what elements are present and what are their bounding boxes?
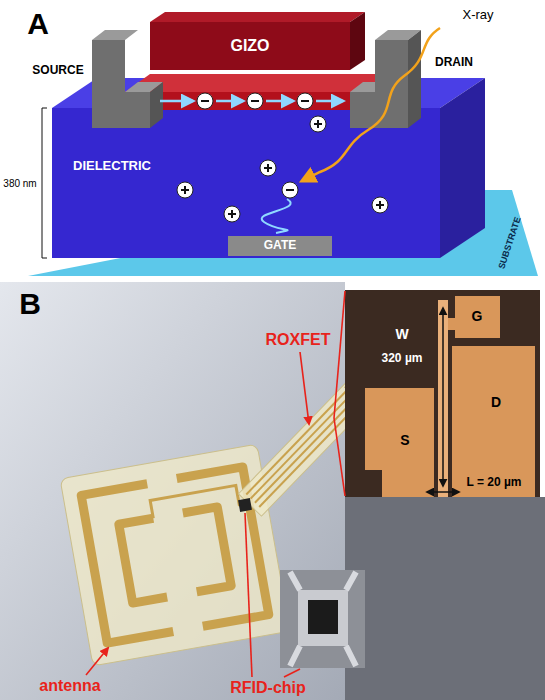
hole bbox=[372, 197, 388, 213]
minus-sign bbox=[301, 100, 309, 102]
radiation-label: X-ray bbox=[462, 8, 493, 21]
charge-circle bbox=[177, 182, 193, 198]
electrode-label: SOURCE bbox=[32, 64, 83, 76]
charge-circle bbox=[297, 93, 313, 109]
dimension-label: 320 µm bbox=[382, 352, 423, 364]
electron bbox=[297, 93, 313, 109]
minus-sign bbox=[286, 189, 294, 191]
channel-top bbox=[125, 74, 400, 92]
source-electrode-side bbox=[150, 82, 163, 128]
electron-path bbox=[262, 199, 291, 233]
drain-electrode-side bbox=[408, 30, 421, 128]
node-text: GIZO bbox=[230, 37, 269, 55]
hole bbox=[260, 160, 276, 176]
width-arrow bbox=[442, 308, 444, 486]
drain-electrode bbox=[350, 40, 408, 128]
micrograph-inset bbox=[345, 290, 540, 497]
minus-sign bbox=[201, 100, 209, 102]
hole bbox=[224, 206, 240, 222]
pointer-line bbox=[284, 669, 300, 677]
chip-bond-area bbox=[298, 590, 348, 646]
dimension-label: W bbox=[395, 327, 408, 341]
source-electrode bbox=[92, 40, 150, 128]
pad-label: S bbox=[400, 433, 409, 447]
panel-letter: B bbox=[19, 289, 41, 319]
flow-arrow bbox=[316, 100, 343, 103]
plus-sign bbox=[181, 186, 189, 194]
gate-electrode: GATE bbox=[228, 236, 332, 256]
dielectric-front bbox=[52, 108, 440, 258]
plus-sign bbox=[264, 164, 272, 172]
charge-circle bbox=[224, 206, 240, 222]
antenna-arm bbox=[119, 518, 167, 603]
charge-circle bbox=[372, 197, 388, 213]
plus-sign bbox=[228, 210, 236, 218]
electron bbox=[282, 182, 298, 198]
chip-inset bbox=[280, 570, 365, 668]
panel-letter: A bbox=[27, 9, 49, 39]
electron bbox=[247, 93, 263, 109]
zoom-line bbox=[334, 291, 345, 418]
gizo-layer: GIZO bbox=[150, 22, 350, 70]
source-pad bbox=[365, 388, 434, 497]
charge-circle bbox=[247, 93, 263, 109]
dielectric-side bbox=[440, 78, 485, 258]
layer-label: DIELECTRIC bbox=[73, 159, 151, 172]
hole bbox=[310, 116, 326, 132]
gizo-side bbox=[350, 12, 365, 70]
plus-sign bbox=[376, 201, 384, 209]
part-label: RFID-chip bbox=[230, 680, 306, 696]
antenna-arm bbox=[183, 507, 231, 592]
feed-line bbox=[150, 485, 239, 521]
source-electrode-top bbox=[92, 30, 138, 40]
gate-link bbox=[447, 318, 457, 330]
pointer-arrow bbox=[86, 648, 108, 675]
drain-pad bbox=[452, 346, 535, 497]
antenna-arm bbox=[81, 484, 173, 643]
gizo-top bbox=[150, 12, 365, 22]
pointer-arrow bbox=[300, 352, 309, 424]
electron-flow bbox=[160, 100, 343, 103]
charge-circle bbox=[197, 93, 213, 109]
gate-finger bbox=[438, 300, 448, 497]
flow-arrow bbox=[216, 100, 243, 103]
charge-circle bbox=[260, 160, 276, 176]
part-label: antenna bbox=[39, 678, 100, 694]
chip-die bbox=[308, 600, 338, 634]
photo-background bbox=[345, 497, 545, 700]
plus-sign bbox=[314, 120, 322, 128]
charge-circle bbox=[282, 182, 298, 198]
minus-sign bbox=[251, 100, 259, 102]
dimension-label: 380 nm bbox=[3, 179, 36, 189]
gate-pad bbox=[455, 296, 500, 338]
flow-arrow bbox=[160, 100, 193, 103]
electrode-label: DRAIN bbox=[435, 56, 473, 68]
electron bbox=[197, 93, 213, 109]
dimension-label: L = 20 µm bbox=[466, 476, 521, 488]
length-arrow bbox=[427, 491, 459, 493]
pointers bbox=[86, 291, 345, 677]
pointer-line bbox=[245, 513, 252, 677]
pad-label: G bbox=[472, 309, 483, 323]
thickness-bracket bbox=[42, 108, 47, 258]
zoom-line bbox=[334, 418, 345, 496]
flow-arrow bbox=[266, 100, 293, 103]
chip-leads bbox=[290, 572, 356, 666]
charge-circle bbox=[310, 116, 326, 132]
hole bbox=[177, 182, 193, 198]
rfid-chip bbox=[238, 498, 252, 512]
node-text: GATE bbox=[264, 239, 296, 252]
part-label: ROXFET bbox=[266, 332, 331, 348]
drain-step-top bbox=[350, 82, 375, 92]
pad-label: D bbox=[491, 395, 501, 409]
